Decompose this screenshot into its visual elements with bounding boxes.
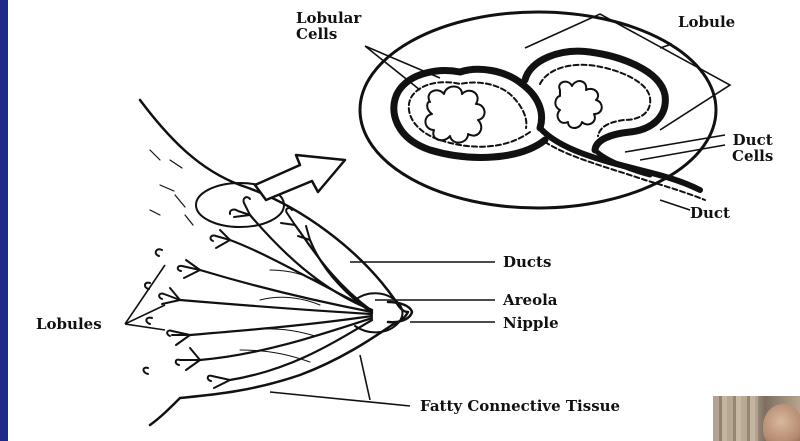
- webcam-background: [713, 396, 758, 441]
- webcam-thumbnail: [713, 396, 800, 441]
- label-fatty-tissue: Fatty Connective Tissue: [420, 398, 620, 414]
- label-duct-cells: Duct Cells: [732, 132, 773, 164]
- label-nipple: Nipple: [503, 315, 559, 331]
- label-lobule: Lobule: [678, 14, 735, 30]
- leader-duct: [660, 200, 690, 210]
- label-areola: Areola: [503, 292, 558, 308]
- arrow: [255, 155, 345, 200]
- label-lobular-cells: Lobular Cells: [296, 10, 361, 42]
- label-ducts: Ducts: [503, 254, 551, 270]
- label-lobules: Lobules: [36, 316, 102, 332]
- chest-strokes: [150, 150, 193, 225]
- label-duct: Duct: [690, 205, 730, 221]
- webcam-person: [763, 404, 800, 441]
